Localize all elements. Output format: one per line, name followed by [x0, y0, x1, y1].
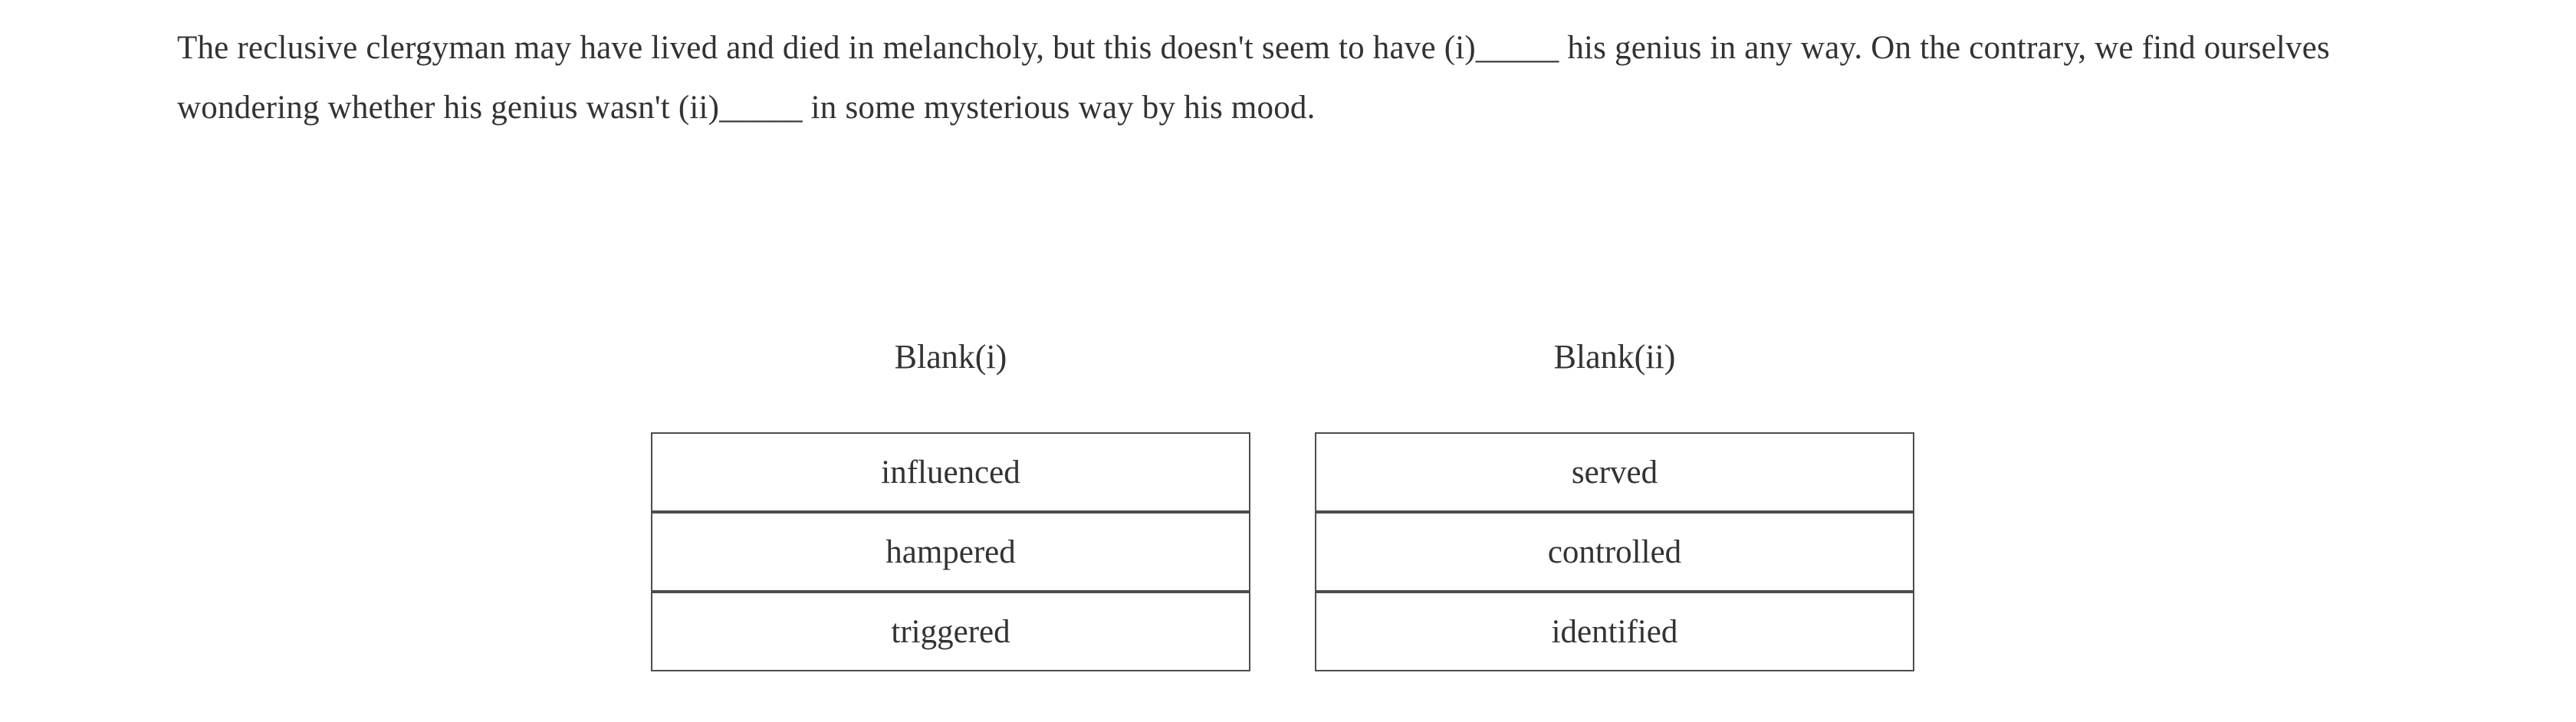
- blank-i-option-hampered[interactable]: hampered: [651, 512, 1250, 592]
- blank-ii-option-identified[interactable]: identified: [1315, 592, 1914, 671]
- blank-ii-options-table: served controlled identified: [1315, 432, 1914, 671]
- blank-i-option-influenced[interactable]: influenced: [651, 432, 1250, 512]
- blank-i-header: Blank(i): [894, 338, 1007, 376]
- blank-ii-option-served[interactable]: served: [1315, 432, 1914, 512]
- blank-ii-header: Blank(ii): [1553, 338, 1676, 376]
- blank-ii-option-controlled[interactable]: controlled: [1315, 512, 1914, 592]
- passage-text: The reclusive clergyman may have lived a…: [177, 30, 2330, 126]
- answer-options-section: Blank(i) influenced hampered triggered B…: [0, 336, 2576, 688]
- blank-ii-column: Blank(ii) served controlled identified: [1315, 336, 1914, 671]
- blank-i-option-triggered[interactable]: triggered: [651, 592, 1250, 671]
- blank-i-column: Blank(i) influenced hampered triggered: [651, 336, 1250, 671]
- blank-i-options-table: influenced hampered triggered: [651, 432, 1250, 671]
